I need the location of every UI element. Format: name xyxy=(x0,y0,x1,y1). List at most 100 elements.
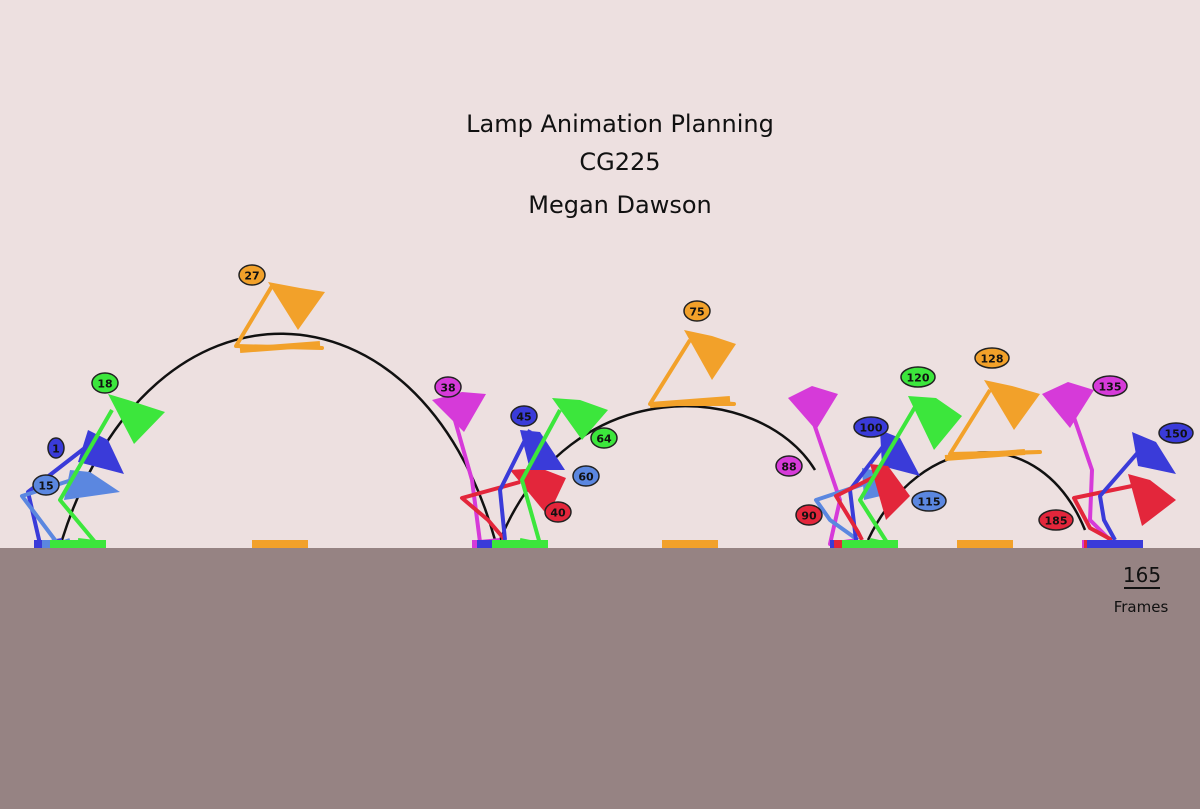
lamp-pose xyxy=(944,380,1042,548)
frame-bubble-label: 40 xyxy=(550,507,566,520)
frame-bubble-label: 1 xyxy=(52,443,60,456)
lamp-arm xyxy=(858,400,920,546)
lamp-arm xyxy=(460,480,521,542)
title-author: Megan Dawson xyxy=(528,191,711,219)
frame-bubble-label: 150 xyxy=(1165,428,1188,441)
frame-bubble: 45 xyxy=(510,405,538,427)
lamp-arm xyxy=(58,408,114,544)
frame-bubble-shape xyxy=(47,437,65,459)
lamp-pose xyxy=(492,398,608,548)
frame-bubble-label: 75 xyxy=(689,306,704,319)
frame-bubble: 18 xyxy=(91,372,119,394)
lamp-base xyxy=(50,540,106,548)
frame-bubble: 150 xyxy=(1158,422,1194,444)
frame-bubble-shape xyxy=(1092,375,1128,397)
frame-bubble-shape xyxy=(32,474,60,496)
frame-bubble: 135 xyxy=(1092,375,1128,397)
frame-bubble-label: 100 xyxy=(860,422,883,435)
frame-bubble-shape xyxy=(544,501,572,523)
lamp-arm xyxy=(834,474,877,541)
frame-bubble-label: 135 xyxy=(1099,381,1122,394)
lamp-shade xyxy=(984,380,1040,430)
lamp-base xyxy=(842,540,898,548)
frame-bubble: 100 xyxy=(853,416,889,438)
lamp-arm xyxy=(648,338,736,406)
lamp-base xyxy=(1087,540,1143,548)
lamp-shade xyxy=(268,282,325,330)
frame-bubble-label: 15 xyxy=(38,480,53,493)
frame-bubble-shape xyxy=(1158,422,1194,444)
lamp-pose xyxy=(1087,432,1176,548)
frame-bubble-label: 128 xyxy=(981,353,1004,366)
frame-bubble-shape xyxy=(510,405,538,427)
frame-bubble-shape xyxy=(1038,509,1074,531)
lamp-pose xyxy=(50,394,165,548)
lamp-arm xyxy=(519,409,562,546)
frame-bubble-shape xyxy=(91,372,119,394)
lamp-shade xyxy=(880,430,920,476)
frame-bubble-shape xyxy=(572,465,600,487)
frame-bubble-label: 27 xyxy=(244,270,259,283)
lamp-base xyxy=(662,540,718,548)
lamp-shade xyxy=(552,398,608,440)
lamp-shade xyxy=(64,470,120,500)
frame-bubble-label: 88 xyxy=(781,461,796,474)
frames-count: 165 xyxy=(1123,563,1161,587)
title-course: CG225 xyxy=(579,148,660,176)
frame-bubble: 38 xyxy=(434,376,462,398)
frame-bubble: 88 xyxy=(775,455,803,477)
lamp-shade xyxy=(1132,432,1176,474)
frame-bubble-label: 38 xyxy=(440,382,455,395)
motion-arc-jump-1 xyxy=(60,332,497,541)
lamp-arm xyxy=(234,284,324,350)
frame-bubble-shape xyxy=(900,366,936,388)
frame-bubble-label: 64 xyxy=(596,433,612,446)
frame-bubble-shape xyxy=(238,264,266,286)
frame-bubble: 128 xyxy=(974,347,1010,369)
lamp-pose xyxy=(842,396,962,548)
ground-floor xyxy=(0,548,1200,809)
lamp-shade xyxy=(78,430,124,474)
frame-bubble: 115 xyxy=(911,490,947,512)
lamp-shade xyxy=(908,396,962,450)
lamp-base xyxy=(492,540,548,548)
frame-bubble: 1 xyxy=(47,437,65,459)
frame-bubble-shape xyxy=(853,416,889,438)
frame-bubble: 75 xyxy=(683,300,711,322)
lamp-arm xyxy=(1098,448,1142,541)
frame-bubble-shape xyxy=(795,504,823,526)
frame-bubble-shape xyxy=(775,455,803,477)
frame-bubble-shape xyxy=(683,300,711,322)
frame-bubble: 40 xyxy=(544,501,572,523)
frame-bubble: 64 xyxy=(590,427,618,449)
lamp-shade xyxy=(432,392,486,432)
frame-bubble: 90 xyxy=(795,504,823,526)
lamp-shade xyxy=(684,330,736,380)
frame-bubble-label: 115 xyxy=(918,496,941,509)
frames-label: Frames xyxy=(1114,598,1169,616)
lamp-base xyxy=(252,540,308,548)
lamp-shade xyxy=(1042,382,1094,428)
lamp-shade xyxy=(788,386,838,430)
lamp-arm xyxy=(498,429,532,541)
lamp-arm xyxy=(948,388,1042,456)
lamp-shade xyxy=(1128,474,1176,526)
frame-bubble-label: 90 xyxy=(801,510,817,523)
frame-bubble: 15 xyxy=(32,474,60,496)
frame-bubble-shape xyxy=(590,427,618,449)
frame-bubble-label: 18 xyxy=(97,378,112,391)
frame-bubble-label: 45 xyxy=(516,411,531,424)
lamp-shade xyxy=(108,394,165,444)
frame-bubble-label: 185 xyxy=(1045,515,1068,528)
lamp-poses xyxy=(20,282,1176,548)
lamp-pose xyxy=(234,282,325,548)
frame-bubble-label: 120 xyxy=(907,372,930,385)
frame-markers: 1151827384045606475889010011512012813518… xyxy=(32,264,1194,531)
lamp-shade xyxy=(870,464,910,520)
frame-bubble: 120 xyxy=(900,366,936,388)
frame-bubble-label: 60 xyxy=(578,471,594,484)
frame-bubble: 27 xyxy=(238,264,266,286)
frame-bubble-shape xyxy=(974,347,1010,369)
frame-bubble: 60 xyxy=(572,465,600,487)
